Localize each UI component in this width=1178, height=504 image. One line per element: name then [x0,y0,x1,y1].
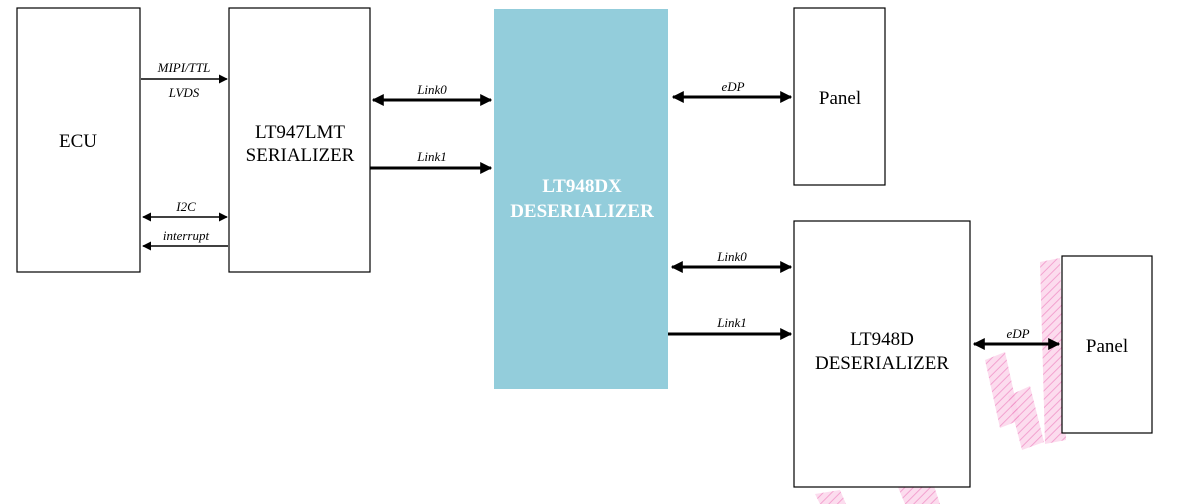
edp-top-connection: eDP [671,79,793,103]
panel-bottom-label: Panel [1086,336,1128,357]
lvds-label: LVDS [168,85,200,100]
link1-top-connection: Link1 [370,149,493,174]
link1-top-label: Link1 [416,149,447,164]
edp-bottom-label: eDP [1006,326,1029,341]
deserializer-dx-label-line1: LT948DX [542,176,622,197]
ecu-block: ECU [16,7,141,273]
link0-top-label: Link0 [416,82,447,97]
serializer-label-line1: LT947LMT [255,122,345,143]
link0-top-connection: Link0 [371,82,493,106]
deserializer-dx-block: LT948DX DESERIALIZER [494,9,668,389]
i2c-connection: I2C [142,199,228,222]
deserializer-d-label-line1: LT948D [850,329,914,350]
deserializer-d-block: LT948D DESERIALIZER [793,220,971,488]
link0-bottom-connection: Link0 [670,249,793,273]
ecu-label: ECU [59,131,97,152]
edp-bottom-connection: eDP [972,326,1061,350]
mipi-lvds-connection: MIPI/TTL LVDS [141,60,228,100]
link1-bottom-label: Link1 [716,315,747,330]
panel-top-label: Panel [819,88,861,109]
panel-bottom-block: Panel [1061,255,1153,434]
link0-bottom-label: Link0 [716,249,747,264]
i2c-label: I2C [175,199,196,214]
edp-top-label: eDP [721,79,744,94]
link1-bottom-connection: Link1 [668,315,793,340]
deserializer-dx-label-line2: DESERIALIZER [510,201,654,222]
panel-top-block: Panel [793,7,886,186]
serializer-block: LT947LMT SERIALIZER [228,7,371,273]
interrupt-label: interrupt [163,228,210,243]
interrupt-connection: interrupt [142,228,228,251]
mipi-ttl-label: MIPI/TTL [157,60,211,75]
deserializer-d-label-line2: DESERIALIZER [815,353,949,374]
serializer-label-line2: SERIALIZER [246,145,355,166]
